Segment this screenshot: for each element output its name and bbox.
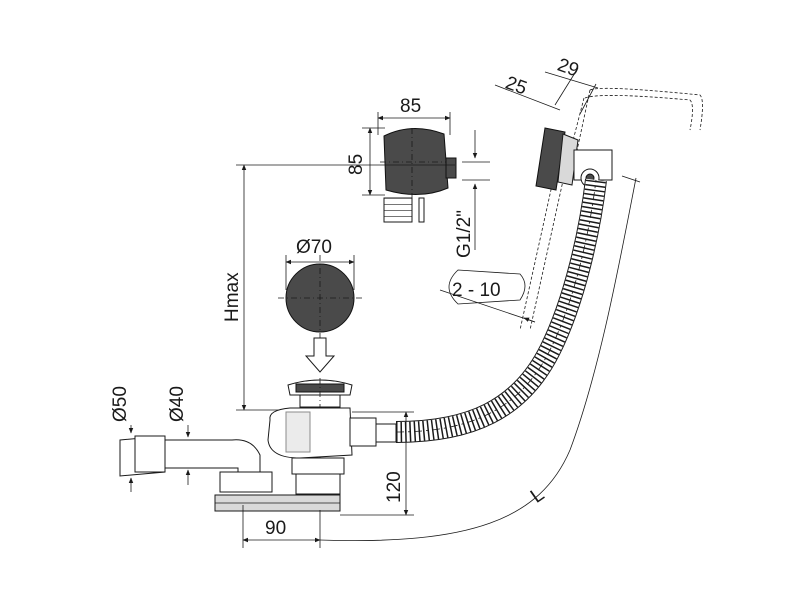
base-offset-label: 90 — [265, 518, 286, 539]
hmax-label: Hmax — [222, 272, 243, 322]
flex-hose — [395, 178, 607, 443]
outlet-40-label: Ø40 — [167, 386, 188, 422]
top-width-label: 85 — [400, 96, 421, 117]
cap-diameter-label: Ø70 — [296, 237, 332, 258]
dim-25-label: 25 — [502, 73, 529, 100]
length-label: L — [527, 483, 549, 507]
trap-height-label: 120 — [384, 471, 405, 503]
trap-height-dimension: 120 — [340, 411, 414, 516]
trap-assembly — [119, 378, 397, 512]
outlet-dimensions: Ø50 Ø40 — [110, 386, 191, 492]
overflow-cover — [535, 127, 566, 191]
outlet-50-label: Ø50 — [110, 386, 131, 422]
drain-cap: Ø70 — [278, 237, 362, 373]
dim-29-label: 29 — [554, 55, 581, 82]
base-offset-dimension: 90 — [242, 505, 321, 548]
top-height-label: 85 — [346, 154, 367, 175]
thread-label: G1/2" — [454, 210, 475, 258]
down-arrow-icon — [304, 337, 336, 373]
valve-body: 85 85 G1/2" — [346, 96, 490, 258]
overflow-assembly: 25 29 — [494, 55, 703, 331]
wall-range-label: 2 - 10 — [452, 280, 501, 301]
wall-range-callout: 2 - 10 — [439, 269, 536, 323]
